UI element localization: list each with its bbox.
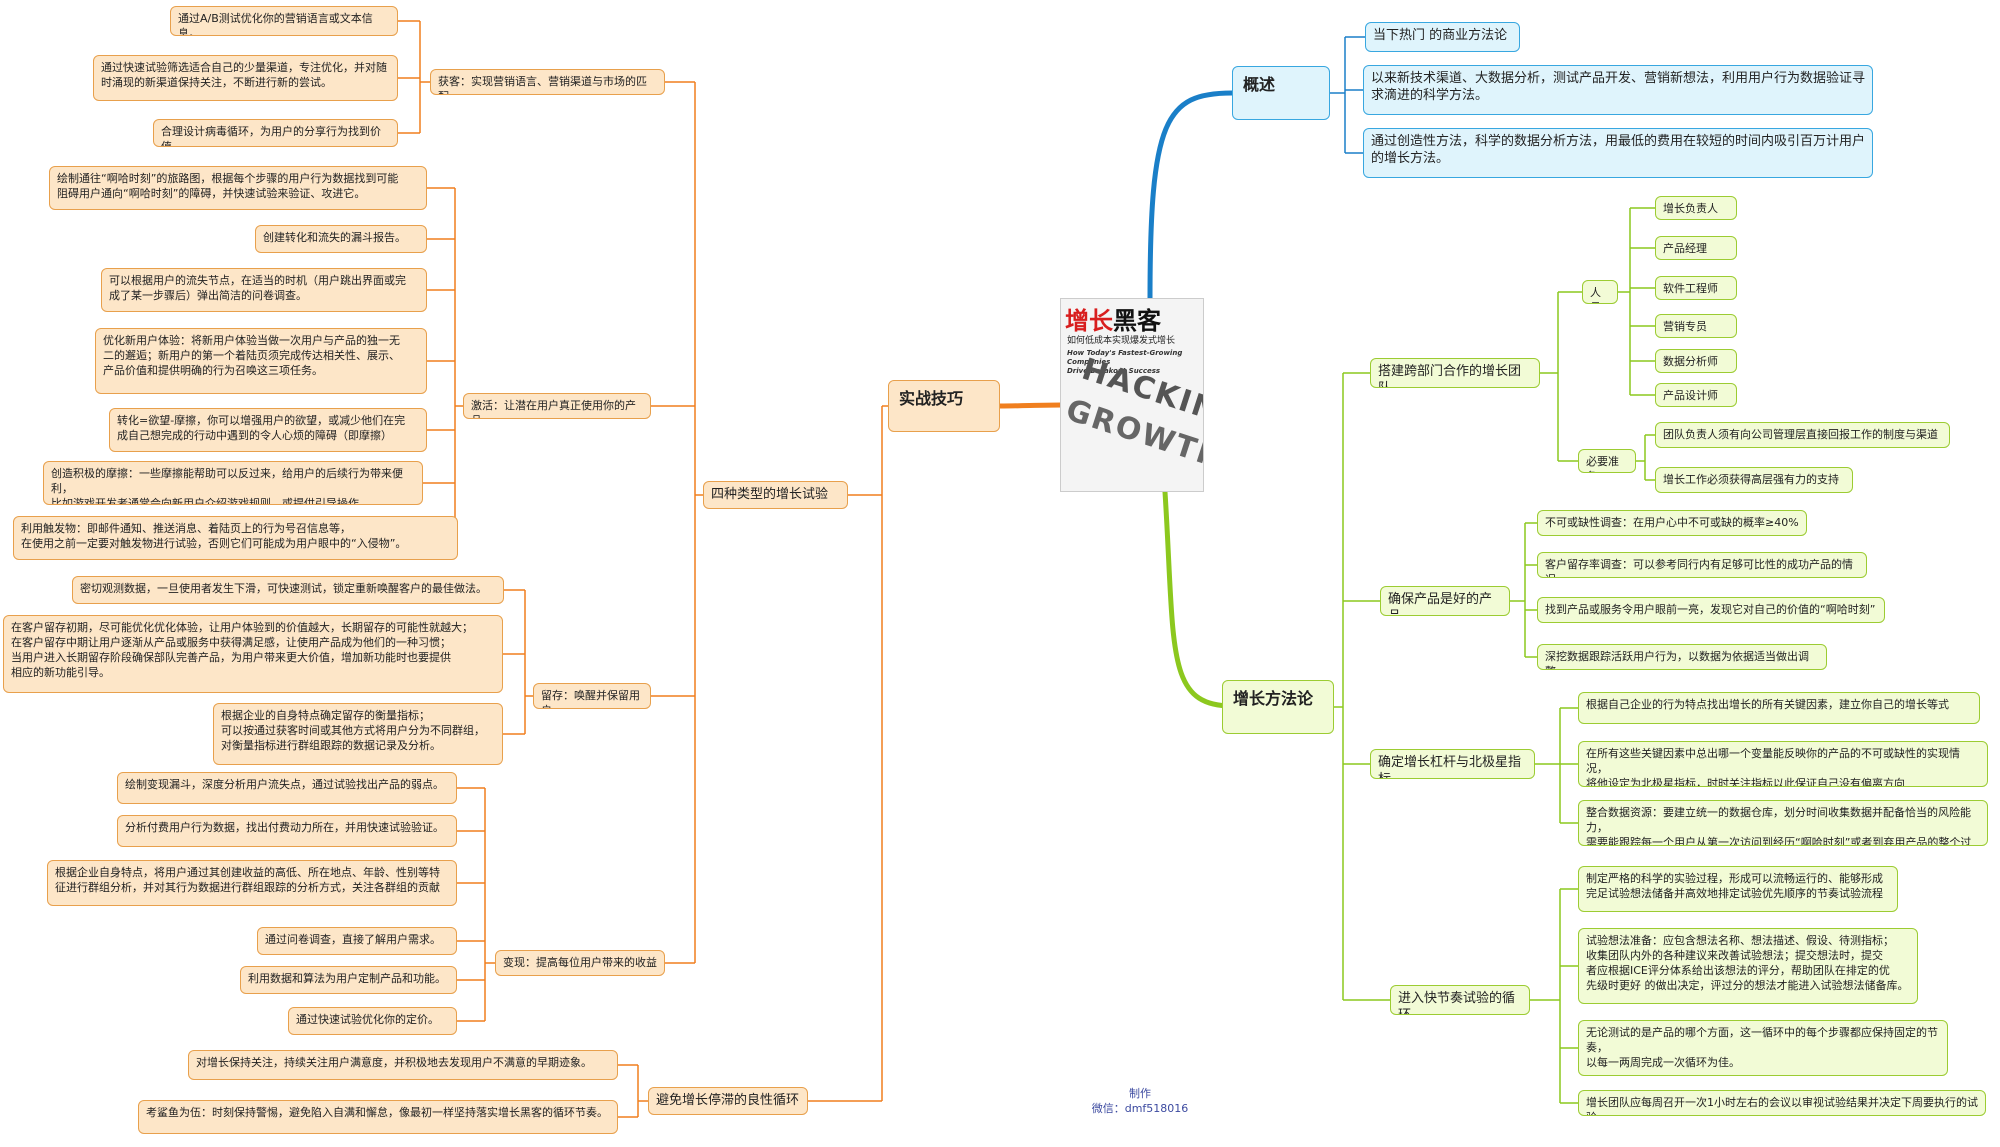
cycle-node[interactable]: 进入快节奏试验的循环 (1390, 985, 1530, 1015)
acquire-item[interactable]: 通过快速试验筛选适合自己的少量渠道，专注优化，并对随 时涌现的新渠道保持关注，不… (93, 55, 398, 101)
cycle-item[interactable]: 试验想法准备：应包含想法名称、想法描述、假设、待测指标； 收集团队内外的各种建议… (1578, 928, 1918, 1004)
role-item[interactable]: 产品经理 (1655, 236, 1737, 260)
activate-item[interactable]: 可以根据用户的流失节点，在适当的时机（用户跳出界面或完 成了某一步骤后）弹出简洁… (101, 268, 427, 312)
overview-item[interactable]: 通过创造性方法，科学的数据分析方法，用最低的费用在较短的时间内吸引百万计用户的增… (1363, 128, 1873, 178)
practice-node[interactable]: 实战技巧 (888, 380, 1000, 432)
requirements-node[interactable]: 必要准备 (1578, 449, 1636, 473)
credit-wechat: 微信：dmf518016 (1091, 1102, 1189, 1115)
main-branch-line (1162, 489, 1235, 709)
product-item[interactable]: 深挖数据跟踪活跃用户行为，以数据为依据适当做出调整 (1537, 644, 1827, 670)
acquire-item[interactable]: 通过A/B测试优化你的营销语言或文本信息。 (170, 6, 398, 36)
people-node[interactable]: 人员 (1582, 280, 1618, 304)
growth-method-node[interactable]: 增长方法论 (1222, 680, 1334, 734)
retain-item[interactable]: 根据企业的自身特点确定留存的衡量指标； 可以按通过获客时间或其他方式将用户分为不… (213, 703, 503, 765)
role-item[interactable]: 产品设计师 (1655, 383, 1737, 407)
monetize-item[interactable]: 通过快速试验优化你的定价。 (288, 1007, 457, 1035)
role-item[interactable]: 软件工程师 (1655, 276, 1737, 300)
activate-item[interactable]: 优化新用户体验：将新用户体验当做一次用户与产品的独一无 二的邂逅；新用户的第一个… (95, 328, 427, 394)
role-item[interactable]: 数据分析师 (1655, 349, 1737, 373)
avoid-item[interactable]: 对增长保持关注，持续关注用户满意度，并积极地去发现用户不满意的早期迹象。 (188, 1050, 618, 1080)
monetize-item[interactable]: 利用数据和算法为用户定制产品和功能。 (240, 966, 457, 994)
monetize-item[interactable]: 根据企业自身特点，将用户通过其创建收益的高低、所在地点、年龄、性别等特 征进行群… (47, 860, 457, 906)
four-experiments-node[interactable]: 四种类型的增长试验 (703, 481, 848, 509)
overview-item[interactable]: 以来新技术渠道、大数据分析，测试产品开发、营销新想法，利用用户行为数据验证寻求滴… (1363, 65, 1873, 115)
activate-node[interactable]: 激活：让潜在用户真正使用你的产品 (463, 393, 651, 419)
activate-item[interactable]: 利用触发物：即邮件通知、推送消息、着陆页上的行为号召信息等， 在使用之前一定要对… (13, 516, 458, 560)
product-item[interactable]: 不可或缺性调查：在用户心中不可或缺的概率≥40% (1537, 510, 1807, 536)
monetize-item[interactable]: 分析付费用户行为数据，找出付费动力所在，并用快速试验验证。 (117, 815, 457, 847)
retain-node[interactable]: 留存：唤醒并保留用户 (533, 683, 651, 709)
retain-item[interactable]: 密切观测数据，一旦使用者发生下滑，可快速测试，锁定重新唤醒客户的最佳做法。 (72, 576, 504, 604)
role-item[interactable]: 营销专员 (1655, 314, 1737, 338)
metric-node[interactable]: 确定增长杠杆与北极星指标 (1370, 749, 1535, 779)
book-subtitle: 如何低成本实现爆发式增长 (1067, 336, 1176, 346)
metric-item[interactable]: 整合数据资源：要建立统一的数据仓库，划分时间收集数据并配备恰当的风险能力， 需要… (1578, 800, 1988, 846)
cycle-item[interactable]: 增长团队应每周召开一次1小时左右的会议以审视试验结果并决定下周要执行的试验。 (1578, 1090, 1986, 1116)
credit-text: 制作 微信：dmf518016 (1060, 1086, 1220, 1116)
acquire-item[interactable]: 合理设计病毒循环，为用户的分享行为找到价值 (153, 119, 398, 147)
product-item[interactable]: 客户留存率调查：可以参考同行内有足够可比性的成功产品的情况 (1537, 552, 1867, 578)
cycle-item[interactable]: 无论测试的是产品的哪个方面，这一循环中的每个步骤都应保持固定的节 奏， 以每一两… (1578, 1020, 1948, 1076)
team-node[interactable]: 搭建跨部门合作的增长团队 (1370, 358, 1540, 388)
book-title: 增长黑客 (1065, 307, 1161, 335)
activate-item[interactable]: 转化=欲望-摩擦，你可以增强用户的欲望，或减少他们在完 成自己想完成的行动中遇到… (109, 408, 427, 452)
book-english-subtitle: How Today's Fastest-Growing Companies Dr… (1067, 349, 1183, 375)
cycle-item[interactable]: 制定严格的科学的实验过程，形成可以流畅运行的、能够形成 完足试验想法储备并高效地… (1578, 866, 1898, 912)
metric-item[interactable]: 根据自己企业的行为特点找出增长的所有关键因素，建立你自己的增长等式 (1578, 692, 1980, 724)
avoid-item[interactable]: 考鲨鱼为伍：时刻保持警惕，避免陷入自满和懈怠，像最初一样坚持落实增长黑客的循环节… (138, 1100, 618, 1134)
credit-label: 制作 (1129, 1087, 1151, 1100)
main-branch-line (997, 402, 1065, 409)
requirement-item[interactable]: 团队负责人须有向公司管理层直接回报工作的制度与渠道 (1655, 422, 1950, 448)
overview-item[interactable]: 当下热门 的商业方法论 (1365, 22, 1520, 52)
main-branch-line (1147, 90, 1235, 303)
product-item[interactable]: 找到产品或服务令用户眼前一亮，发现它对自己的价值的“啊哈时刻” (1537, 597, 1885, 623)
activate-item[interactable]: 创造积极的摩擦：一些摩擦能帮助可以反过来，给用户的后续行为带来便利， 比如游戏开… (43, 461, 423, 505)
monetize-node[interactable]: 变现：提高每位用户带来的收益 (495, 950, 665, 976)
metric-item[interactable]: 在所有这些关键因素中总出哪一个变量能反映你的产品的不可或缺性的实现情况， 将他设… (1578, 741, 1988, 787)
monetize-item[interactable]: 通过问卷调查，直接了解用户需求。 (257, 927, 457, 955)
activate-item[interactable]: 绘制通往“啊哈时刻”的旅路图，根据每个步骤的用户行为数据找到可能 阻碍用户通向“… (49, 166, 427, 210)
book-cover: 增长黑客 如何低成本实现爆发式增长 How Today's Fastest-Gr… (1060, 298, 1204, 492)
requirement-item[interactable]: 增长工作必须获得高层强有力的支持 (1655, 467, 1853, 493)
retain-item[interactable]: 在客户留存初期，尽可能优化优化体验，让用户体验到的价值越大，长期留存的可能性就越… (3, 615, 503, 693)
overview-node[interactable]: 概述 (1232, 66, 1330, 120)
avoid-stagnation-node[interactable]: 避免增长停滞的良性循环 (648, 1087, 808, 1115)
acquire-node[interactable]: 获客：实现营销语言、营销渠道与市场的匹配 (430, 69, 665, 95)
product-node[interactable]: 确保产品是好的产品 (1380, 586, 1510, 616)
role-item[interactable]: 增长负责人 (1655, 196, 1737, 220)
monetize-item[interactable]: 绘制变现漏斗，深度分析用户流失点，通过试验找出产品的弱点。 (117, 772, 457, 804)
activate-item[interactable]: 创建转化和流失的漏斗报告。 (255, 225, 427, 253)
